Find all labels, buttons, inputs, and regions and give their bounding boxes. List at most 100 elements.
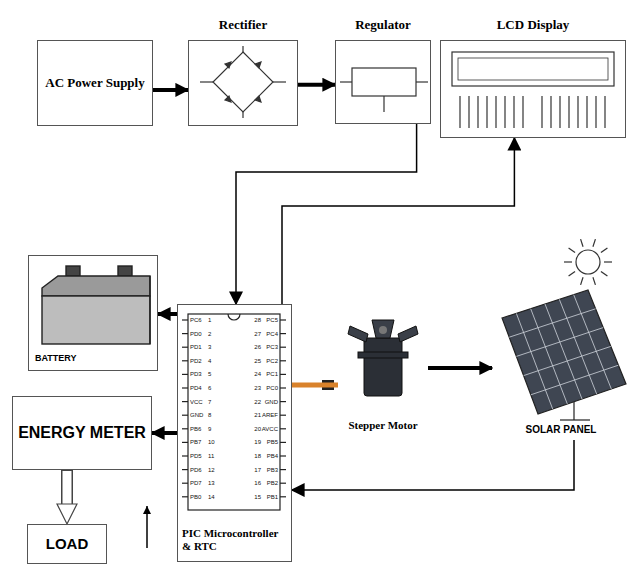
pin-name: PB5 — [267, 439, 278, 445]
pin-number: 4 — [208, 358, 211, 364]
rectifier-box: Rectifier — [188, 40, 298, 126]
node-label: Regulator — [336, 17, 430, 33]
bridge-rectifier-symbol — [200, 46, 286, 118]
microcontroller-box: PIC Microcontroller & RTC — [177, 304, 292, 562]
connector-line — [152, 431, 177, 435]
pin-number: 17 — [254, 467, 261, 473]
solar-panel: SOLAR PANEL — [492, 284, 630, 440]
motor-cable — [292, 383, 338, 388]
pin-name: AREF — [262, 412, 278, 418]
pin-name: PC4 — [266, 331, 278, 337]
node-label: PIC Microcontroller & RTC — [182, 527, 287, 553]
pin-name: PD2 — [190, 358, 202, 364]
pin-number: 21 — [254, 412, 261, 418]
pin-number: 9 — [208, 426, 211, 432]
pin-number: 11 — [208, 453, 214, 459]
pin-name: PD5 — [190, 453, 202, 459]
connector-line — [153, 88, 188, 92]
connector-line — [236, 124, 417, 304]
pin-name: PD1 — [190, 344, 202, 350]
connector-arrow — [292, 385, 338, 386]
microcontroller-chip — [182, 314, 286, 510]
connector-line — [298, 83, 335, 87]
pin-number: 15 — [254, 494, 261, 500]
pin-number: 18 — [254, 453, 261, 459]
regulator-box: Regulator — [335, 40, 431, 124]
pin-number: 16 — [254, 480, 261, 486]
pin-number: 12 — [208, 467, 215, 473]
pin-name: PC6 — [190, 317, 202, 323]
pin-name: PB0 — [190, 494, 201, 500]
pin-number: 13 — [208, 480, 215, 486]
pin-name: PC0 — [266, 385, 278, 391]
pin-name: PD6 — [190, 467, 202, 473]
connector-arrow — [428, 368, 492, 369]
pin-name: PD7 — [190, 480, 202, 486]
sun-symbol — [564, 239, 612, 285]
stepper-motor: Stepper Motor — [338, 316, 428, 436]
pin-number: 22 — [254, 399, 261, 405]
pin-name: PC3 — [266, 344, 278, 350]
connector-line — [158, 312, 177, 316]
battery-box: BATTERY — [28, 255, 158, 371]
pin-name: GND — [265, 399, 278, 405]
pin-name: PB6 — [190, 426, 201, 432]
pin-name: PD4 — [190, 385, 202, 391]
pin-name: GND — [190, 412, 203, 418]
pin-number: 24 — [254, 371, 261, 377]
pin-name: PC1 — [266, 371, 278, 377]
connector-line — [282, 138, 514, 304]
pin-number: 14 — [208, 494, 215, 500]
pin-number: 5 — [208, 371, 211, 377]
pin-number: 1 — [208, 317, 211, 323]
solar-panel-illustration — [502, 290, 626, 420]
node-label: Stepper Motor — [338, 419, 428, 432]
pin-name: PD3 — [190, 371, 202, 377]
energy-meter-box: ENERGY METER — [12, 396, 152, 470]
pin-name: PB4 — [267, 453, 278, 459]
pin-number: 3 — [208, 344, 211, 350]
battery-illustration — [42, 266, 150, 344]
node-label: BATTERY — [35, 353, 77, 364]
pin-name: VCC — [190, 399, 203, 405]
pin-number: 27 — [254, 331, 261, 337]
connector-head — [67, 470, 68, 524]
node-label: AC Power Supply — [38, 75, 152, 91]
connector-arrow — [67, 470, 68, 524]
connector-arrow — [236, 124, 417, 304]
regulator-symbol — [340, 68, 428, 112]
pin-number: 6 — [208, 385, 211, 391]
pin-name: AVCC — [262, 426, 278, 432]
pin-number: 7 — [208, 399, 211, 405]
connector-shaft — [63, 471, 72, 512]
connector-arrow — [282, 138, 514, 304]
pin-number: 10 — [208, 439, 215, 445]
pin-number: 19 — [254, 439, 261, 445]
load-box: LOAD — [27, 524, 107, 564]
pin-name: PB7 — [190, 439, 201, 445]
node-label: SOLAR PANEL — [492, 424, 630, 436]
pin-name: PC2 — [266, 358, 278, 364]
pin-name: PB1 — [267, 494, 278, 500]
node-label: Rectifier — [189, 17, 297, 33]
lcd-display-box: LCD Display — [440, 40, 626, 138]
node-label: LCD Display — [441, 17, 625, 33]
connector-arrow — [298, 84, 335, 85]
pin-number: 8 — [208, 412, 211, 418]
connector-arrow — [292, 440, 574, 490]
lcd-module-symbol — [452, 52, 614, 128]
pin-name: PC5 — [266, 317, 278, 323]
node-label: ENERGY METER — [13, 423, 151, 442]
connector-line — [292, 440, 574, 490]
connector-line — [428, 366, 492, 370]
pin-number: 28 — [254, 317, 261, 323]
pin-name: PB3 — [267, 467, 278, 473]
pin-number: 23 — [254, 385, 261, 391]
node-label: LOAD — [28, 535, 106, 553]
connector-arrow — [153, 89, 188, 90]
pin-number: 2 — [208, 331, 211, 337]
connector-arrow — [152, 433, 177, 434]
pin-name: PD0 — [190, 331, 202, 337]
pin-name: PB2 — [267, 480, 278, 486]
